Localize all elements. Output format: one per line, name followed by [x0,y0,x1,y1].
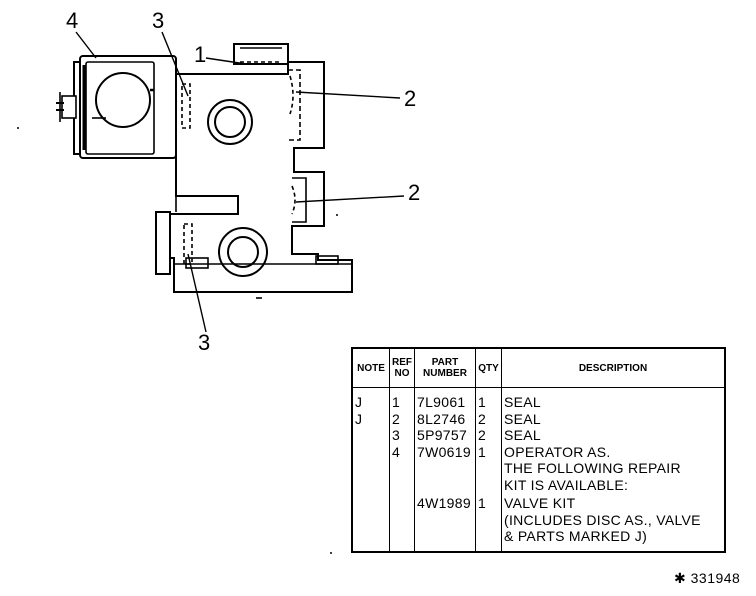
leader-lines [75,31,405,333]
row-ref [389,511,415,528]
row-desc: OPERATOR AS. [501,443,726,460]
row-qty: 2 [475,410,502,427]
row-note: J [351,387,390,411]
valve-body [155,43,353,299]
row-part [414,511,476,528]
row-part: 7L9061 [414,387,476,411]
row-desc: VALVE KIT [501,495,726,512]
row-note [351,460,390,477]
row-ref: 4 [389,443,415,460]
table-row: 4 7W0619 1 OPERATOR AS. [351,443,726,460]
callout-3-top: 3 [152,8,165,33]
row-note [351,443,390,460]
row-desc: SEAL [501,427,726,444]
row-desc: SEAL [501,410,726,427]
row-part: 7W0619 [414,443,476,460]
row-note: J [351,410,390,427]
row-desc: KIT IS AVAILABLE: [501,476,726,493]
row-part: 8L2746 [414,410,476,427]
callout-3-bottom: 3 [198,330,211,355]
asterisk-icon: ✱ [674,570,687,586]
callout-4: 4 [66,8,79,33]
table-spacer-row [351,493,726,495]
table-row: & PARTS MARKED J) [351,528,726,552]
row-ref: 1 [389,387,415,411]
row-note [351,511,390,528]
table-row: J 2 8L2746 2 SEAL [351,410,726,427]
row-qty: 1 [475,387,502,411]
row-qty [475,528,502,552]
callout-1: 1 [194,42,207,67]
table-row: KIT IS AVAILABLE: [351,476,726,493]
row-qty [475,476,502,493]
row-part [414,528,476,552]
row-ref [389,476,415,493]
table-row: 3 5P9757 2 SEAL [351,427,726,444]
row-desc: THE FOLLOWING REPAIR [501,460,726,477]
row-qty [475,460,502,477]
operator-assembly [56,55,177,159]
seal-hidden-lines [181,75,296,265]
header-note: NOTE [351,347,390,388]
row-desc: SEAL [501,387,726,411]
figure-number: 331948 [690,570,741,586]
row-note [351,476,390,493]
callout-2-bottom: 2 [408,180,421,205]
row-note [351,528,390,552]
row-ref [389,495,415,512]
row-desc: & PARTS MARKED J) [501,528,726,552]
row-qty: 2 [475,427,502,444]
header-qty: QTY [475,347,502,388]
header-description: DESCRIPTION [501,347,726,388]
table-row: 4W1989 1 VALVE KIT [351,495,726,512]
row-qty: 1 [475,443,502,460]
row-note [351,495,390,512]
row-part [414,460,476,477]
row-ref: 3 [389,427,415,444]
table-row: THE FOLLOWING REPAIR [351,460,726,477]
table-row: J 1 7L9061 1 SEAL [351,387,726,411]
row-note [351,427,390,444]
row-part: 4W1989 [414,495,476,512]
row-part: 5P9757 [414,427,476,444]
row-ref [389,460,415,477]
row-part [414,476,476,493]
callout-2-top: 2 [404,86,417,111]
table-row: (INCLUDES DISC AS., VALVE [351,511,726,528]
row-ref [389,528,415,552]
row-qty [475,511,502,528]
row-desc: (INCLUDES DISC AS., VALVE [501,511,726,528]
figure-id: ✱ 331948 [674,570,740,587]
row-qty: 1 [475,495,502,512]
row-ref: 2 [389,410,415,427]
